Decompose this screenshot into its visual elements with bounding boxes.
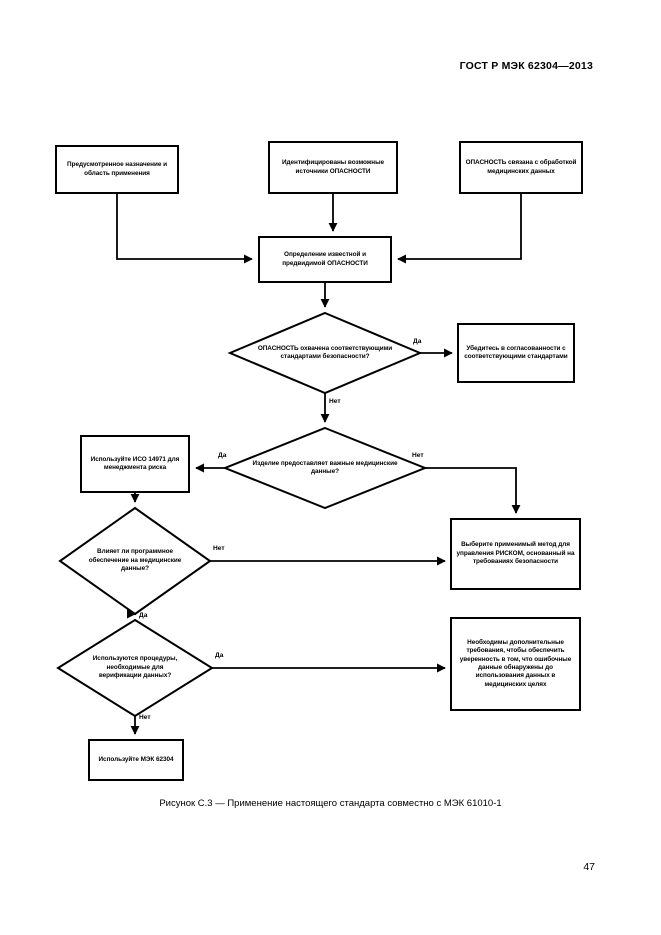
node-select-method[interactable] bbox=[451, 519, 580, 589]
edge-intended-use-to-determine bbox=[116, 193, 253, 264]
node-use-iec62304[interactable] bbox=[89, 740, 183, 780]
edge-label-provides-no: Нет bbox=[412, 452, 424, 459]
edge-label-provides-yes: Да bbox=[218, 452, 227, 459]
node-use-iso14971[interactable] bbox=[81, 436, 189, 492]
edge-label-verify-no: Нет bbox=[139, 714, 151, 721]
node-use-iso14971-shape bbox=[80, 435, 190, 493]
node-covered-standards[interactable] bbox=[230, 313, 420, 393]
node-intended-use-shape bbox=[55, 145, 179, 194]
edge-label-covered-yes: Да bbox=[413, 338, 422, 345]
edge-label-software-yes: Да bbox=[139, 612, 148, 619]
node-extra-requirements[interactable] bbox=[451, 618, 580, 710]
edge-provides-no-to-select bbox=[425, 467, 521, 514]
node-use-iec62304-shape bbox=[88, 739, 184, 781]
page-number: 47 bbox=[583, 861, 595, 873]
node-ensure-compliance[interactable] bbox=[458, 324, 574, 382]
node-determine-hazard-shape bbox=[258, 236, 392, 283]
node-intended-use[interactable] bbox=[56, 146, 178, 193]
edge-label-covered-no: Нет bbox=[329, 398, 341, 405]
node-ensure-compliance-shape bbox=[457, 323, 575, 383]
node-software-affects[interactable] bbox=[60, 508, 210, 614]
node-hazards-identified[interactable] bbox=[269, 142, 397, 193]
edge-label-software-no: Нет bbox=[213, 545, 225, 552]
node-select-method-shape bbox=[450, 518, 581, 590]
node-hazard-data[interactable] bbox=[460, 142, 582, 193]
node-extra-requirements-shape bbox=[450, 617, 581, 711]
node-hazard-data-shape bbox=[459, 141, 583, 194]
edge-label-verify-yes: Да bbox=[215, 652, 224, 659]
node-determine-hazard[interactable] bbox=[259, 237, 391, 282]
node-provides-data[interactable] bbox=[225, 428, 425, 508]
figure-caption: Рисунок С.3 — Применение настоящего стан… bbox=[159, 798, 502, 809]
node-provides-data-shape bbox=[222, 426, 428, 510]
node-verification-proc[interactable] bbox=[58, 620, 212, 716]
edge-hazard-data-to-determine bbox=[397, 193, 522, 264]
document-header: ГОСТ Р МЭК 62304—2013 bbox=[459, 60, 593, 72]
